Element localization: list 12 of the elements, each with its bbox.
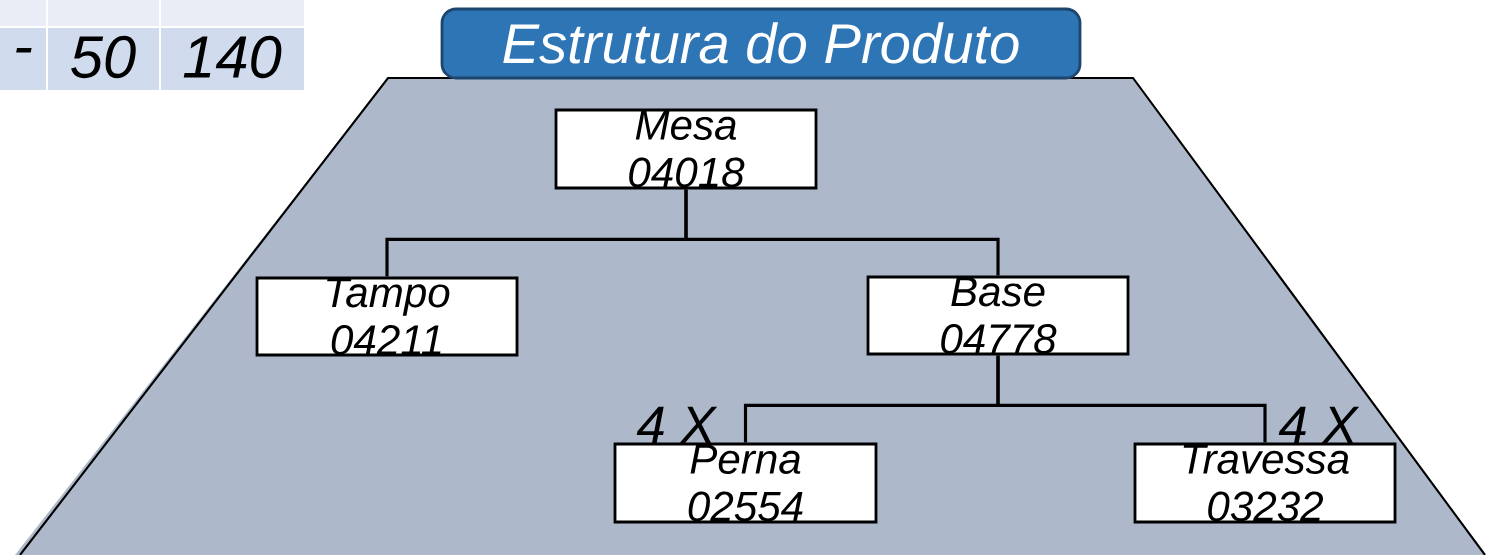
table-cell: 50 <box>48 28 159 90</box>
quantity-label: 4 X <box>1278 406 1360 444</box>
table-cell: - <box>0 28 46 90</box>
part-box: Perna 02554 <box>613 442 878 524</box>
connector-line <box>684 189 1000 276</box>
title-banner: Estrutura do Produto <box>440 7 1082 80</box>
part-box: Base 04778 <box>866 275 1130 356</box>
table-cell: 140 <box>161 28 304 90</box>
part-box: Mesa 04018 <box>554 108 818 190</box>
connector-line <box>996 355 1267 443</box>
quantity-label: 4 X <box>636 406 718 444</box>
part-box: Travessa 03232 <box>1133 442 1397 524</box>
